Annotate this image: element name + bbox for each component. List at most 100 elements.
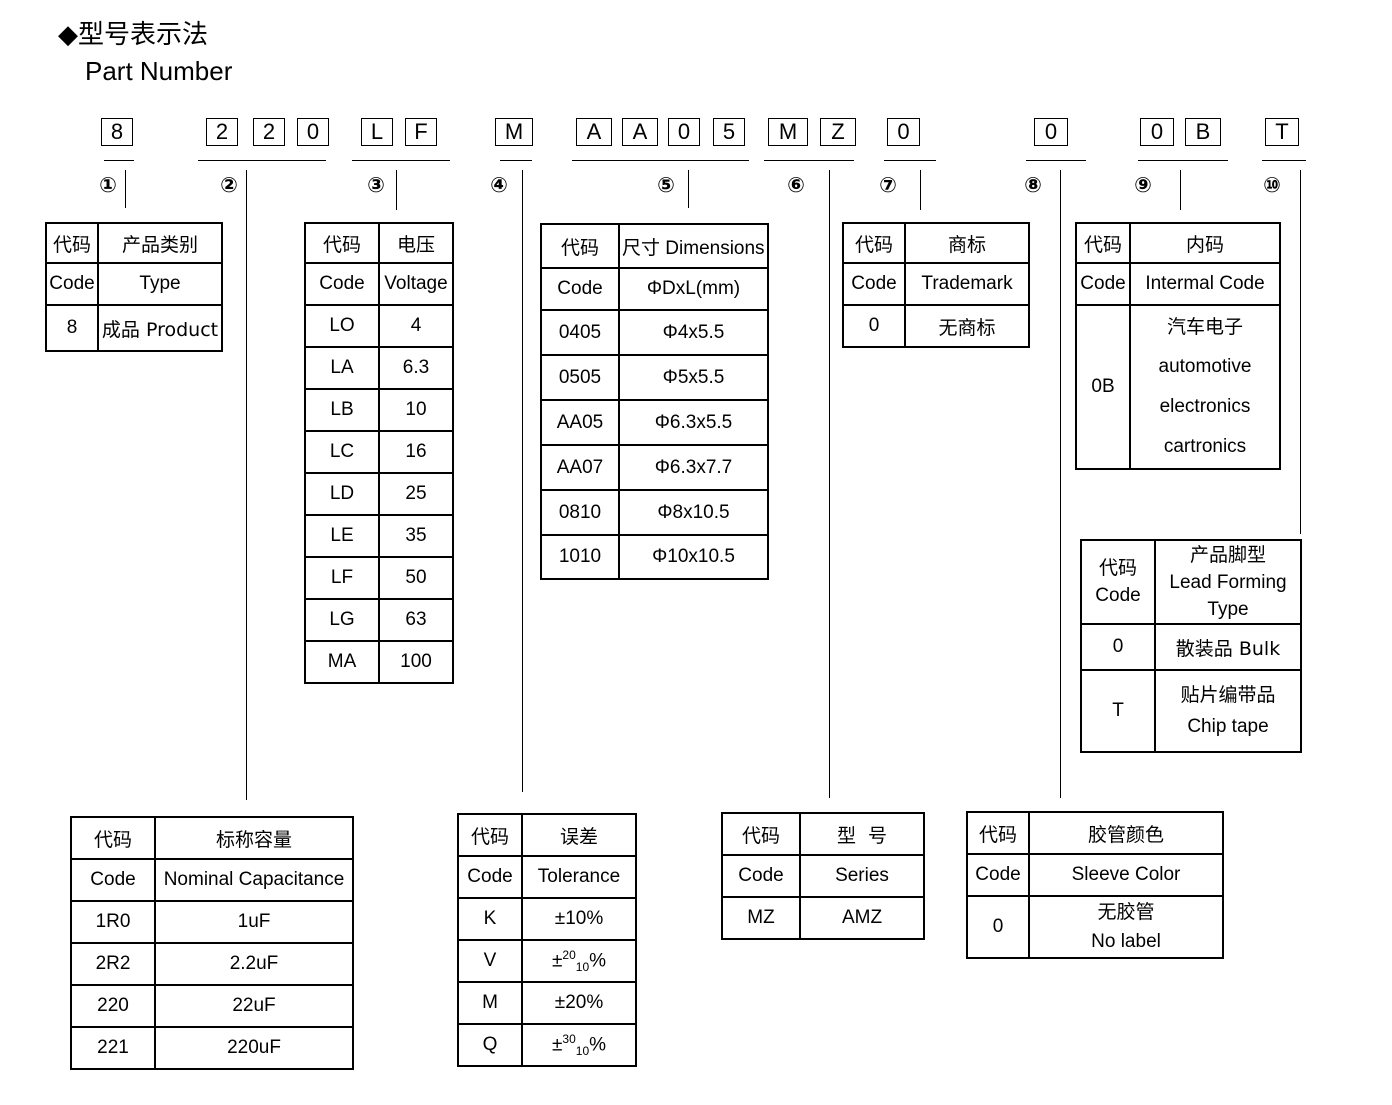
table-cell-code: LG bbox=[304, 598, 380, 642]
table-cell-value: Φ5x5.5 bbox=[618, 354, 769, 401]
header-code-en: Code bbox=[842, 262, 906, 306]
table-cell-value: 16 bbox=[378, 430, 454, 474]
table-cell-value: ±2010% bbox=[521, 939, 637, 983]
table-cell-code: T bbox=[1080, 669, 1156, 753]
table-cell-value: 25 bbox=[378, 472, 454, 516]
header-series-en: Series bbox=[799, 854, 925, 898]
part-char-box: T bbox=[1265, 118, 1299, 146]
header-trademark-cn: 商标 bbox=[904, 222, 1030, 264]
value-line: 贴片编带品 bbox=[1180, 684, 1276, 706]
table-cell-value: 1uF bbox=[154, 900, 354, 944]
page-title-en: Part Number bbox=[85, 56, 233, 86]
part-char-box: 2 bbox=[206, 118, 238, 146]
table-cell-code: 2R2 bbox=[70, 942, 156, 986]
table-cell-code: LO bbox=[304, 304, 380, 348]
table-cell-code: 1010 bbox=[540, 534, 620, 580]
header-tolerance-cn: 误差 bbox=[521, 813, 637, 857]
table-cell-code: 0 bbox=[966, 895, 1030, 959]
position-marker: ⑤ bbox=[657, 173, 675, 197]
header-dimensions: 尺寸 Dimensions bbox=[618, 223, 769, 269]
position-marker: ⑨ bbox=[1134, 173, 1152, 197]
header-code-en: Code bbox=[1075, 262, 1131, 306]
part-char-box: 0 bbox=[887, 118, 920, 146]
value-line: cartronics bbox=[1163, 436, 1247, 457]
lower-tolerance: 10 bbox=[575, 1044, 590, 1059]
table-cell-code: 0B bbox=[1075, 304, 1131, 470]
table-cell-value: 无胶管 No label bbox=[1028, 895, 1224, 959]
table-cell-code: LA bbox=[304, 346, 380, 390]
table-cell-value: Φ6.3x5.5 bbox=[618, 399, 769, 446]
header-code-cn: 代码 bbox=[966, 811, 1030, 855]
part-char-box: M bbox=[495, 118, 533, 146]
table-cell-code: LD bbox=[304, 472, 380, 516]
part-char-box: 5 bbox=[713, 118, 745, 146]
header-code-cn: 代码 bbox=[1075, 222, 1131, 264]
header-code-en: Code bbox=[70, 858, 156, 902]
lead-forming-table: 代码 Code 产品脚型 Lead Forming Type 0 散装品 Bul… bbox=[1080, 539, 1302, 753]
part-char-box: 0 bbox=[1140, 118, 1174, 146]
table-cell-value: 100 bbox=[378, 640, 454, 684]
table-cell-value: Φ8x10.5 bbox=[618, 489, 769, 536]
internal-code-table: 代码 内码 Code Intermal Code 0B 汽车电子 automot… bbox=[1075, 222, 1281, 470]
table-cell-code: 221 bbox=[70, 1026, 156, 1070]
header-code-cn: 代码 bbox=[1098, 557, 1137, 579]
table-cell-value: 无商标 bbox=[904, 304, 1030, 348]
header-code-en: Code bbox=[540, 267, 620, 311]
table-cell-code: M bbox=[457, 981, 523, 1025]
table-cell-code: 0405 bbox=[540, 309, 620, 356]
table-cell-code: MA bbox=[304, 640, 380, 684]
position-marker: ⑩ bbox=[1263, 173, 1281, 197]
part-char-box: Z bbox=[820, 118, 856, 146]
table-cell-value: 贴片编带品 Chip tape bbox=[1154, 669, 1302, 753]
header-code-cn: 代码 bbox=[721, 812, 801, 856]
value-line: electronics bbox=[1159, 396, 1251, 417]
header-tolerance-en: Tolerance bbox=[521, 855, 637, 899]
table-cell-code: V bbox=[457, 939, 523, 983]
table-cell-value: 63 bbox=[378, 598, 454, 642]
header-code-en: Code bbox=[304, 262, 380, 306]
type-table: 代码 产品类别 Code Type 8 成品 Product bbox=[45, 222, 223, 352]
group-underline bbox=[1262, 160, 1306, 161]
header-lead-forming-en: Lead Forming bbox=[1169, 571, 1287, 593]
group-underline bbox=[1026, 160, 1086, 161]
value-line: No label bbox=[1091, 931, 1161, 952]
header-code-en: Code bbox=[966, 853, 1030, 897]
header-lead-forming: 产品脚型 Lead Forming Type bbox=[1154, 539, 1302, 625]
connector-line bbox=[246, 170, 247, 800]
value-line: automotive bbox=[1158, 356, 1252, 377]
header-capacitance-en: Nominal Capacitance bbox=[154, 858, 354, 902]
page-title-cn: ◆型号表示法 bbox=[58, 20, 208, 50]
header-lead-forming-cn: 产品脚型 bbox=[1189, 543, 1266, 566]
table-cell-code: AA05 bbox=[540, 399, 620, 446]
part-char-box: 0 bbox=[668, 118, 700, 146]
header-series-cn: 型 号 bbox=[799, 812, 925, 856]
group-underline bbox=[352, 160, 450, 161]
table-cell-value: 22uF bbox=[154, 984, 354, 1028]
part-char-box: A bbox=[576, 118, 612, 146]
table-cell-value: Φ10x10.5 bbox=[618, 534, 769, 580]
table-cell-code: K bbox=[457, 897, 523, 941]
series-table: 代码 型 号 Code Series MZ AMZ bbox=[721, 812, 925, 940]
header-dimensions-unit: ΦDxL(mm) bbox=[618, 267, 769, 311]
group-underline bbox=[884, 160, 936, 161]
header-capacitance-cn: 标称容量 bbox=[154, 816, 354, 860]
table-cell-code: 0810 bbox=[540, 489, 620, 536]
header-voltage-cn: 电压 bbox=[378, 222, 454, 264]
table-cell-code: LB bbox=[304, 388, 380, 432]
sleeve-color-table: 代码 胶管颜色 Code Sleeve Color 0 无胶管 No label bbox=[966, 811, 1224, 959]
table-cell-value: Φ4x5.5 bbox=[618, 309, 769, 356]
table-cell-code: 0 bbox=[1080, 623, 1156, 671]
header-sleeve-cn: 胶管颜色 bbox=[1028, 811, 1224, 855]
table-cell-code: 220 bbox=[70, 984, 156, 1028]
group-underline bbox=[764, 160, 854, 161]
connector-line bbox=[688, 170, 689, 208]
upper-tolerance: 30 bbox=[562, 1031, 576, 1046]
part-char-box: L bbox=[361, 118, 393, 146]
plus-minus: ± bbox=[551, 1034, 563, 1056]
part-char-box: 0 bbox=[297, 118, 329, 146]
header-code-cn: 代码 bbox=[457, 813, 523, 857]
header-trademark-en: Trademark bbox=[904, 262, 1030, 306]
table-cell-value: 2.2uF bbox=[154, 942, 354, 986]
position-marker: ⑧ bbox=[1024, 173, 1042, 197]
